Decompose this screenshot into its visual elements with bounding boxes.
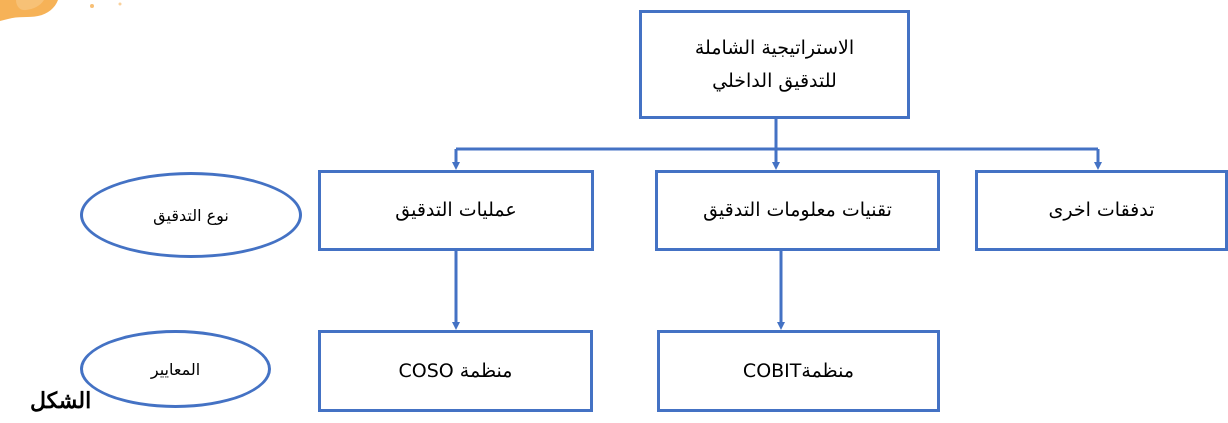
audit-operations-label: عمليات التدقيق (395, 199, 517, 222)
audit-it-box: تقنيات معلومات التدقيق (655, 170, 940, 251)
root-line-1: الاستراتيجية الشاملة (694, 37, 855, 60)
coso-label: منظمة COSO (398, 359, 513, 382)
figure-caption: الشكل (30, 388, 92, 414)
cobit-label: منظمةCOBIT (742, 359, 855, 382)
other-flows-label: تدفقات اخرى (1048, 199, 1155, 222)
coso-box: منظمة COSO (318, 330, 593, 412)
paint-stain-decoration (0, 0, 122, 21)
cobit-box: منظمةCOBIT (657, 330, 940, 412)
standards-label: المعايير (150, 359, 201, 379)
root-line-2: للتدقيق الداخلي (712, 69, 837, 92)
audit-type-label: نوع التدقيق (153, 205, 229, 225)
root-strategy-box: الاستراتيجية الشاملة للتدقيق الداخلي (639, 10, 910, 119)
standards-ellipse: المعايير (80, 330, 271, 408)
audit-it-label: تقنيات معلومات التدقيق (703, 199, 892, 222)
audit-type-ellipse: نوع التدقيق (80, 172, 302, 258)
other-flows-box: تدفقات اخرى (975, 170, 1228, 251)
audit-operations-box: عمليات التدقيق (318, 170, 594, 251)
